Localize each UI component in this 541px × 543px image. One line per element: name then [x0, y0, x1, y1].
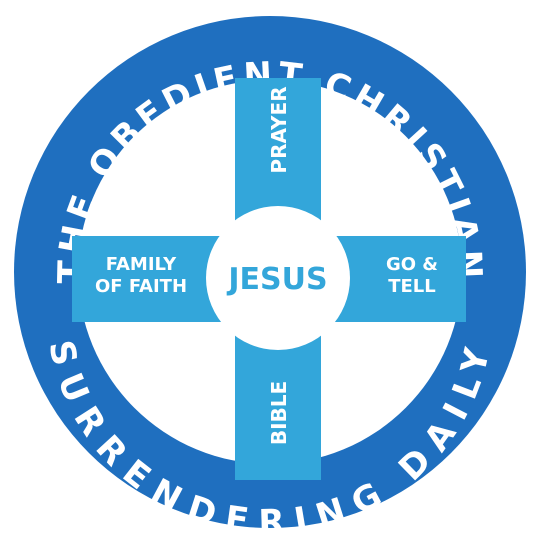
center-label: JESUS — [226, 262, 327, 297]
right-arm-label-line1: GO & — [386, 254, 438, 275]
top-arm-label: PRAYER — [267, 86, 291, 173]
left-arm-label-line1: FAMILY — [106, 254, 177, 275]
right-arm-label-line2: TELL — [388, 276, 436, 297]
left-arm-label-line2: OF FAITH — [95, 276, 187, 297]
bottom-arm-label: BIBLE — [267, 381, 291, 445]
center-circle — [206, 206, 350, 350]
